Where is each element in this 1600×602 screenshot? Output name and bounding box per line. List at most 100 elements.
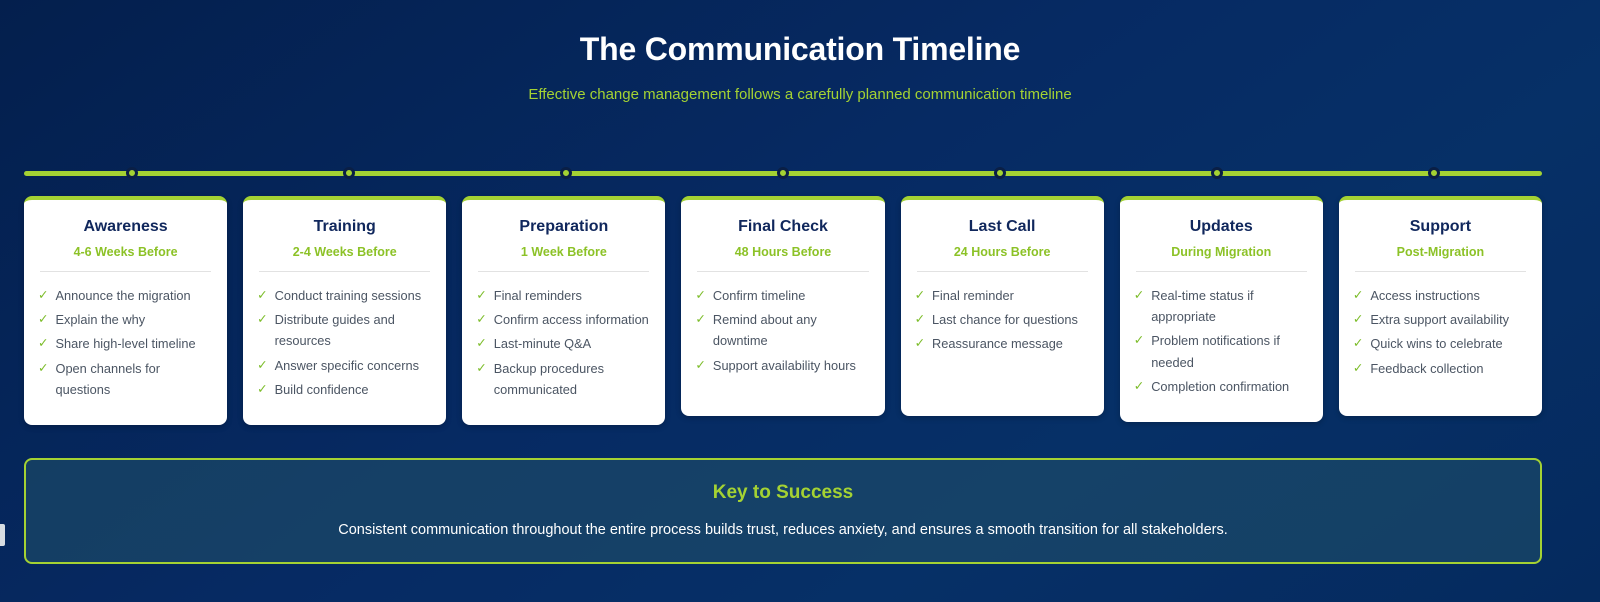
timeline-dot-cell <box>891 165 1108 181</box>
list-item: ✓Explain the why <box>38 309 213 330</box>
phase-card-item-list: ✓ Conduct training sessions ✓Distribute gu… <box>257 285 432 400</box>
list-item-label: Announce the migration <box>55 288 191 303</box>
phase-card-title: Preparation <box>519 218 609 235</box>
timeline-rail <box>24 165 1542 181</box>
timeline-dot-icon <box>560 167 573 179</box>
check-icon: ✓ <box>257 381 268 396</box>
list-item-label: Quick wins to celebrate <box>1370 336 1503 352</box>
check-icon: ✓ <box>695 357 706 372</box>
list-item: ✓ Open channels for questions <box>38 358 213 400</box>
phase-card[interactable]: Awareness 4-6 Weeks Before ✓ Announce the m… <box>24 196 228 426</box>
list-item: ✓ Last-minute Q&A <box>476 333 651 354</box>
timeline-dot-icon <box>126 167 139 179</box>
list-item: ✓Real-time status if appropriate <box>1134 285 1309 327</box>
check-icon: ✓ <box>38 312 49 327</box>
check-icon: ✓ <box>476 360 487 375</box>
page-title: The Communication Timeline <box>579 31 1021 67</box>
phase-card-title: Awareness <box>83 218 168 235</box>
phase-card-timing: 48 Hours Before <box>734 245 832 259</box>
list-item: ✓Last chance for questions <box>915 309 1090 330</box>
timeline-dot-icon <box>777 167 789 179</box>
list-item: ✓ Support availability hours <box>695 355 870 376</box>
key-to-success-title: Key to Success <box>712 482 854 503</box>
phase-card-item-list: ✓Final reminder✓Last chance for question… <box>915 285 1090 355</box>
phase-card-title: Updates <box>1189 218 1253 235</box>
check-icon: ✓ <box>476 336 487 351</box>
phase-card-timing: 1 Week Before <box>520 245 607 259</box>
phase-card-timing: 4-6 Weeks Before <box>73 245 178 259</box>
list-item: ✓Remind about any downtime <box>695 309 870 351</box>
phase-card-timing: Post-Migration <box>1396 245 1485 259</box>
list-item: ✓Quick wins to celebrate <box>1353 333 1528 354</box>
phase-card[interactable]: Final Check 48 Hours Before ✓ Confirm timel… <box>681 196 885 416</box>
list-item-label: Conduct training sessions <box>274 288 422 303</box>
list-item-label: Access instructions <box>1370 288 1480 303</box>
list-item: ✓Problem notifications if needed <box>1134 330 1309 372</box>
list-item: ✓ Backup procedures communicated <box>476 358 651 400</box>
timeline-dot-cell <box>1108 165 1325 181</box>
phase-card-divider <box>916 271 1088 272</box>
timeline-dot-cell <box>458 165 675 181</box>
check-icon: ✓ <box>1133 378 1145 393</box>
timeline-dot-cell <box>675 165 892 181</box>
list-item: ✓ Announce the migration <box>38 285 213 306</box>
list-item-label: Open channels for questions <box>55 360 161 397</box>
check-icon: ✓ <box>38 336 49 351</box>
list-item-label: Support availability hours <box>712 357 856 373</box>
list-item-label: Backup procedures communicated <box>493 360 605 397</box>
list-item: ✓Final reminder <box>915 285 1090 306</box>
timeline-dot-list <box>24 165 1542 181</box>
phase-card-divider <box>259 271 431 272</box>
list-item: ✓Feedback collection <box>1353 358 1528 379</box>
phase-card-item-list: ✓Access instructions✓Extra support avail… <box>1353 285 1528 379</box>
phase-card-divider <box>1354 271 1526 272</box>
check-icon: ✓ <box>695 312 706 327</box>
list-item-label: Completion confirmation <box>1151 378 1290 394</box>
phase-card-item-list: ✓ Confirm timeline ✓Remind about any downt… <box>695 285 870 376</box>
check-icon: ✓ <box>38 360 49 375</box>
check-icon: ✓ <box>1133 288 1145 302</box>
list-item: ✓ Confirm timeline <box>695 285 870 306</box>
check-icon: ✓ <box>257 357 268 372</box>
timeline-dot-icon <box>1210 167 1223 179</box>
phase-card-title: Final Check <box>738 218 828 235</box>
check-icon: ✓ <box>914 288 926 302</box>
list-item: ✓ Conduct training sessions <box>257 285 432 306</box>
check-icon: ✓ <box>1352 360 1364 375</box>
list-item: ✓ Completion confirmation <box>1134 376 1309 397</box>
check-icon: ✓ <box>476 288 487 302</box>
phase-card-title: Last Call <box>968 218 1036 235</box>
phase-card-divider <box>478 271 650 272</box>
timeline-dot-cell <box>24 165 241 181</box>
check-icon: ✓ <box>1133 333 1145 348</box>
phase-card-divider <box>1135 271 1307 272</box>
check-icon: ✓ <box>1352 312 1364 327</box>
timeline-dot-cell <box>1325 165 1542 181</box>
list-item: ✓Share high-level timeline <box>38 333 213 354</box>
check-icon: ✓ <box>914 336 926 351</box>
list-item-label: Answer specific concerns <box>274 357 420 373</box>
list-item: ✓Confirm access information <box>476 309 651 330</box>
list-item-label: Last chance for questions <box>932 312 1078 328</box>
check-icon: ✓ <box>476 312 487 327</box>
list-item-label: Final reminders <box>493 288 582 303</box>
check-icon: ✓ <box>38 288 49 302</box>
phase-card[interactable]: Preparation 1 Week Before ✓ Final reminders… <box>462 196 666 426</box>
check-icon: ✓ <box>257 288 268 302</box>
check-icon: ✓ <box>695 288 706 302</box>
key-to-success-box: Key to Success Consistent communication … <box>24 458 1542 564</box>
list-item-label: Confirm timeline <box>712 288 806 303</box>
timeline-dot-icon <box>1427 167 1440 179</box>
list-item-label: Reassurance message <box>932 336 1063 352</box>
check-icon: ✓ <box>257 312 268 327</box>
list-item-label: Last-minute Q&A <box>493 336 592 352</box>
timeline-dot-icon <box>993 167 1006 179</box>
phase-card-divider <box>40 271 212 272</box>
page-header: The Communication Timeline Effective cha… <box>0 0 1600 103</box>
list-item: ✓Build confidence <box>257 379 432 400</box>
list-item: ✓Distribute guides and resources <box>257 309 432 351</box>
